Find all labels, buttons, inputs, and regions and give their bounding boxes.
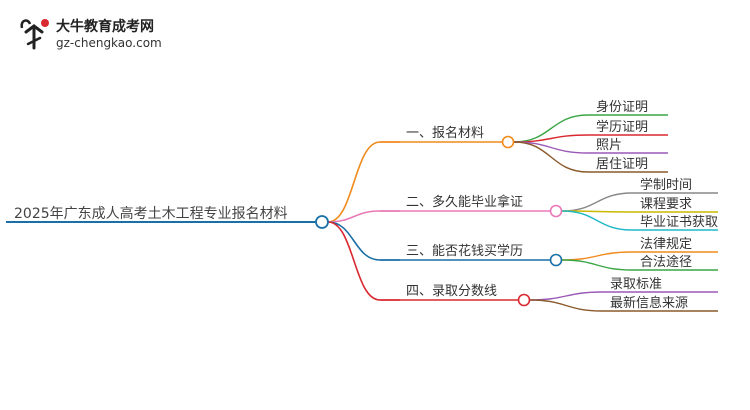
- branch-node-circle: [501, 135, 515, 149]
- branch-label: 三、能否花钱买学历: [406, 243, 523, 259]
- branch-label: 二、多久能毕业拿证: [406, 194, 523, 210]
- branch-connector: [327, 141, 400, 223]
- child-label: 照片: [596, 138, 622, 153]
- child-label: 学历证明: [596, 119, 648, 135]
- branch-connector: [327, 221, 400, 301]
- branch-connector: [327, 221, 400, 261]
- child-label: 课程要求: [640, 197, 692, 212]
- child-label: 学制时间: [640, 177, 692, 193]
- child-connector: [561, 251, 718, 261]
- child-connector: [561, 259, 718, 271]
- brand-title: 大牛教育成考网: [56, 19, 154, 35]
- root-label: 2025年广东成人高考土木工程专业报名材料: [14, 205, 288, 222]
- root-node-circle: [315, 215, 329, 229]
- child-label: 合法途径: [640, 254, 692, 270]
- child-connector: [561, 192, 718, 212]
- brand-url: gz-chengkao.com: [56, 36, 162, 50]
- child-connector: [513, 114, 668, 143]
- child-connector: [513, 134, 668, 143]
- branch-node-circle: [517, 293, 531, 307]
- child-connector: [561, 210, 718, 231]
- bull-logo-icon: [20, 19, 49, 50]
- branch-node-circle: [549, 204, 563, 218]
- branch-label: 四、录取分数线: [406, 284, 497, 299]
- child-connector: [529, 299, 718, 312]
- child-label: 毕业证书获取: [640, 215, 718, 230]
- branch-label: 一、报名材料: [406, 125, 484, 141]
- brand-logo[interactable]: 大牛教育成考网 gz-chengkao.com: [14, 14, 164, 58]
- child-connector: [513, 141, 668, 173]
- child-label: 最新信息来源: [610, 295, 688, 311]
- branch-node-circle: [549, 253, 563, 267]
- branch-connector: [327, 210, 400, 223]
- child-label: 法律规定: [640, 237, 692, 252]
- child-label: 居住证明: [596, 157, 648, 172]
- child-label: 录取标准: [610, 277, 662, 292]
- child-label: 身份证明: [596, 99, 648, 115]
